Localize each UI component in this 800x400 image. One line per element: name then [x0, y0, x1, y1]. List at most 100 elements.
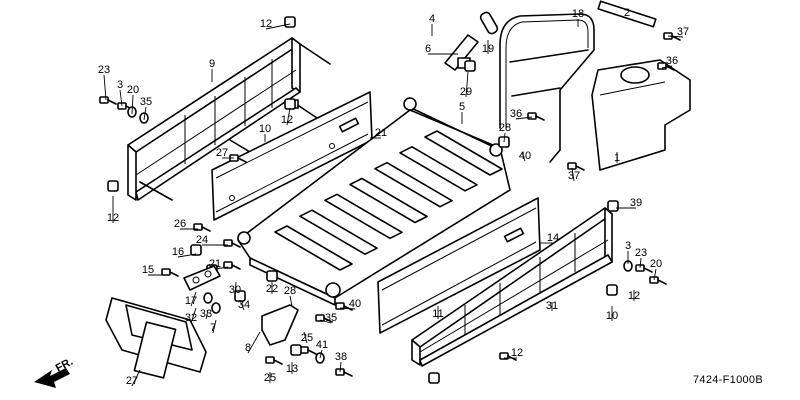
- callout-13: 13: [286, 363, 298, 375]
- bolt-icon: [649, 276, 667, 285]
- callout-40: 40: [349, 298, 361, 310]
- callout-12: 12: [628, 290, 640, 302]
- leader-line: [653, 268, 657, 281]
- callout-8: 8: [245, 342, 251, 354]
- callout-12: 12: [511, 347, 523, 359]
- callout-5: 5: [459, 101, 465, 113]
- washer-icon: [211, 302, 221, 314]
- callout-35: 35: [325, 312, 337, 324]
- leader-line: [239, 299, 245, 311]
- callout-35: 35: [140, 96, 152, 108]
- leader-line: [571, 167, 575, 182]
- leader-line: [247, 331, 261, 354]
- leader-line: [289, 295, 293, 307]
- nut-icon: [464, 60, 476, 72]
- leader-line: [190, 291, 197, 307]
- right-inner-panel: [377, 197, 541, 334]
- callout-30: 30: [229, 284, 241, 296]
- bolt-icon: [265, 356, 283, 365]
- bolt-icon: [335, 368, 353, 377]
- callout-17: 17: [185, 295, 197, 307]
- callout-32: 32: [185, 312, 197, 324]
- bolt-icon: [193, 223, 211, 232]
- leader-line: [521, 151, 526, 162]
- callout-37: 37: [677, 26, 689, 38]
- bolt-icon: [99, 96, 117, 105]
- callout-12: 12: [260, 18, 272, 30]
- callout-10: 10: [606, 310, 618, 322]
- nut-icon: [607, 200, 619, 212]
- callout-27: 27: [216, 147, 228, 159]
- leader-line: [143, 106, 147, 121]
- left-side-rail: [127, 37, 331, 201]
- front-direction-label: FR.: [54, 356, 75, 375]
- nut-icon: [190, 244, 202, 256]
- callout-25: 25: [264, 372, 276, 384]
- callout-24: 24: [196, 234, 208, 246]
- lower-bracket: [261, 304, 299, 346]
- leader-line: [131, 369, 141, 387]
- leader-line: [214, 266, 229, 270]
- callout-21: 21: [209, 258, 221, 270]
- leader-line: [190, 307, 197, 324]
- leader-line: [465, 71, 469, 98]
- nut-icon: [284, 16, 296, 28]
- nut-icon: [284, 98, 296, 110]
- callout-40: 40: [519, 150, 531, 162]
- callout-22: 22: [266, 283, 278, 295]
- callout-2: 2: [624, 7, 630, 19]
- diagram-code: 7424-F1000B: [693, 374, 763, 386]
- bolt-icon: [223, 261, 241, 270]
- callout-29: 29: [460, 86, 472, 98]
- callout-36: 36: [666, 55, 678, 67]
- nut-icon: [290, 344, 302, 356]
- fender-cover: [591, 59, 691, 171]
- callout-14: 14: [547, 232, 559, 244]
- front-direction-arrow: FR.: [34, 356, 75, 388]
- leader-line: [234, 281, 237, 296]
- nut-icon: [428, 372, 440, 384]
- leader-line: [319, 319, 332, 324]
- leader-lines: [103, 19, 684, 387]
- leader-line: [319, 349, 323, 359]
- callout-19: 19: [482, 43, 494, 55]
- callout-11: 11: [432, 308, 443, 320]
- callout-37: 37: [568, 170, 580, 182]
- callout-15: 15: [142, 264, 154, 276]
- bolt-icon: [223, 239, 241, 248]
- callout-21: 21: [375, 127, 387, 139]
- leader-line: [303, 331, 308, 344]
- leader-line: [103, 74, 107, 101]
- callout-20: 20: [650, 258, 662, 270]
- bolt-icon: [299, 346, 317, 355]
- callout-4: 4: [429, 13, 435, 25]
- nut-icon: [606, 284, 618, 296]
- nut-icon: [107, 180, 119, 192]
- callout-27: 27: [126, 375, 138, 387]
- callout-23: 23: [635, 247, 647, 259]
- hinge-plate: [183, 265, 221, 291]
- strap: [597, 0, 657, 28]
- washer-icon: [203, 292, 213, 304]
- leader-line: [339, 361, 342, 373]
- callout-6: 6: [425, 43, 431, 55]
- callout-25: 25: [301, 332, 313, 344]
- callout-28: 28: [499, 122, 511, 134]
- callout-18: 18: [572, 8, 584, 20]
- front-guard: [105, 297, 207, 379]
- callout-39: 39: [630, 197, 642, 209]
- leader-line: [503, 132, 506, 143]
- callout-36: 36: [510, 108, 522, 120]
- leader-line: [667, 35, 684, 38]
- headboard-frame: [499, 13, 595, 163]
- leader-line: [661, 65, 673, 69]
- callout-23: 23: [98, 64, 110, 76]
- callout-12: 12: [281, 114, 293, 126]
- callout-20: 20: [127, 84, 139, 96]
- bolt-icon: [315, 314, 333, 323]
- callout-28: 28: [284, 285, 296, 297]
- bed-floor: [237, 97, 511, 306]
